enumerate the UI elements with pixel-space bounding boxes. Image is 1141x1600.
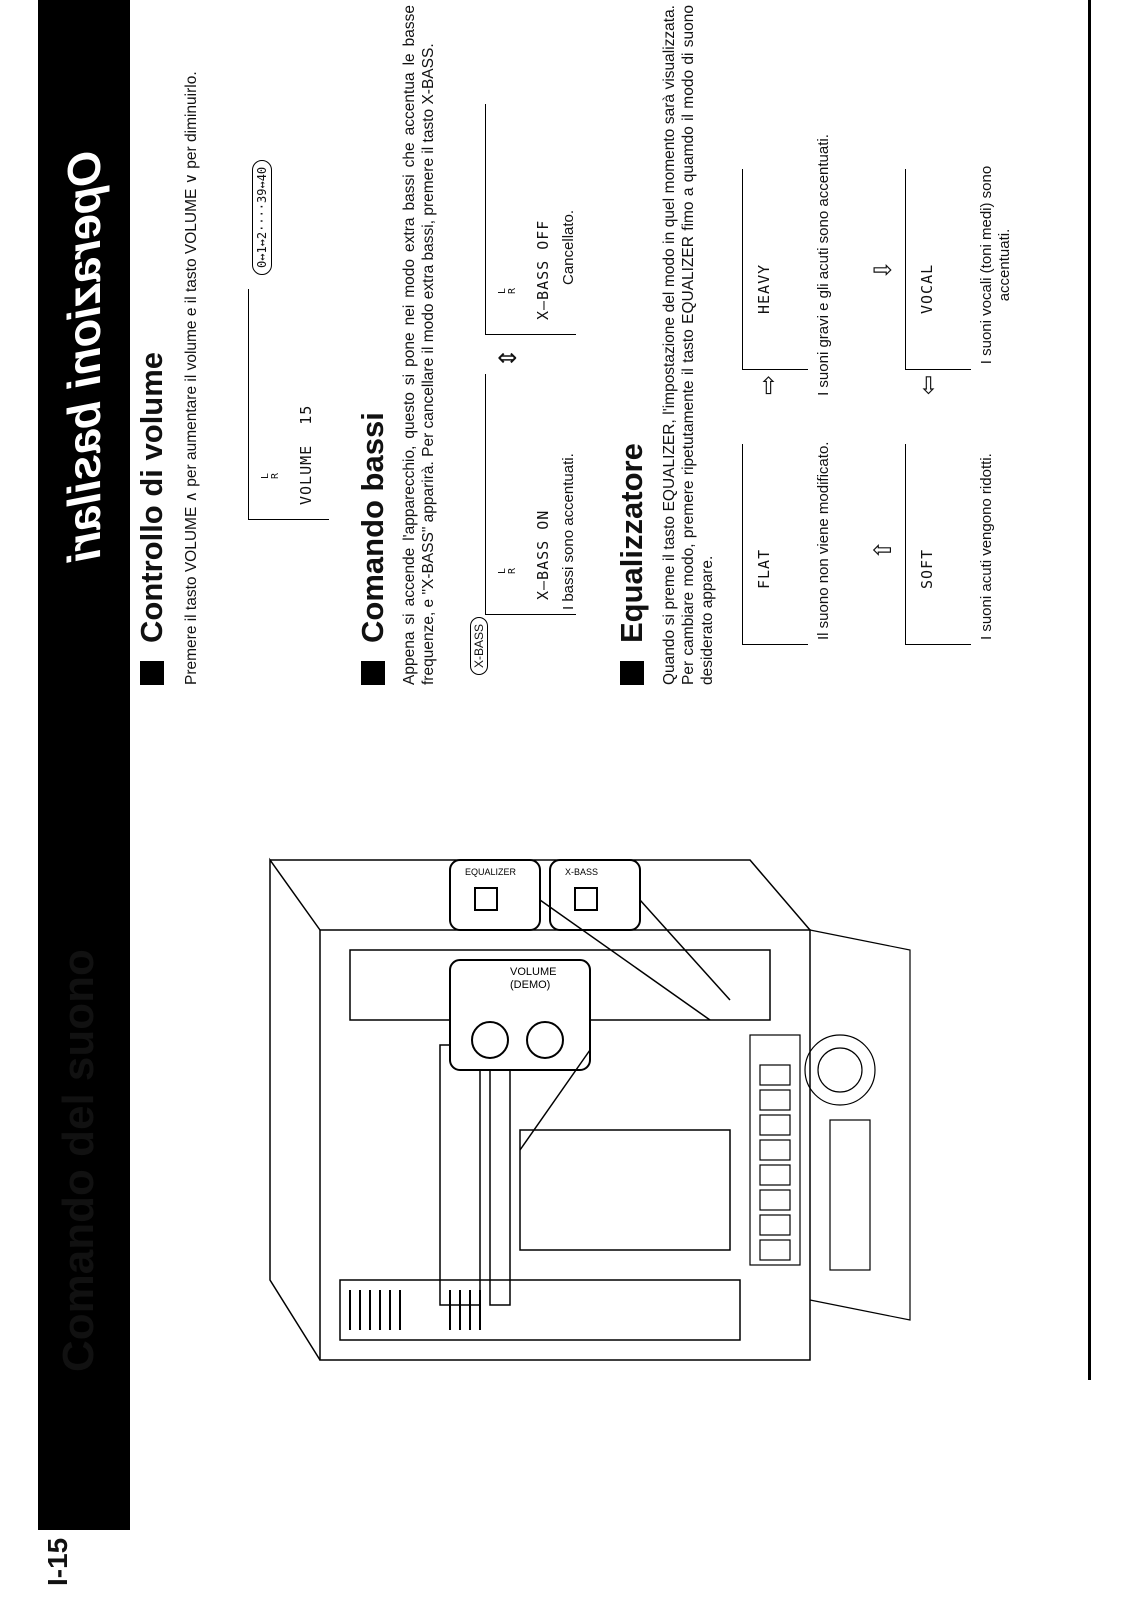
volume-heading: Controllo di volume bbox=[134, 352, 170, 685]
volume-key-label: VOLUME bbox=[510, 966, 556, 978]
eq-flat-caption: Il suono non viene modificato. bbox=[815, 441, 832, 640]
eq-flat-display: FLAT bbox=[742, 444, 808, 645]
eq-soft-label: SOFT bbox=[918, 548, 936, 589]
section-band-title: Operazioni basilari bbox=[58, 150, 110, 562]
bullet-square bbox=[620, 661, 644, 685]
eq-vocal-caption: I suoni vocali (toni medi) sono accentua… bbox=[978, 165, 1013, 365]
bullet-square bbox=[140, 661, 164, 685]
equalizer-heading: Equalizzatore bbox=[614, 443, 650, 685]
eq-vocal-display: VOCAL bbox=[905, 169, 971, 370]
volume-steps: 0↔1↔2····39↔40 bbox=[252, 159, 272, 275]
demo-key-label: (DEMO) bbox=[510, 979, 550, 991]
bottom-rule bbox=[1088, 0, 1091, 1380]
eq-soft-display: SOFT bbox=[905, 444, 971, 645]
xbass-on-display-text: X–BASS ON bbox=[534, 509, 552, 600]
eq-soft-caption: I suoni acuti vengono ridotti. bbox=[978, 453, 995, 640]
bullet-square bbox=[361, 661, 385, 685]
xbass-off-caption: Cancellato. bbox=[560, 209, 577, 285]
eq-prev-arrow-icon: ⇦ bbox=[915, 374, 942, 395]
equalizer-text: Quando si preme il tasto EQUALIZER, l'im… bbox=[661, 5, 716, 685]
volume-display-text: VOLUME 15 bbox=[297, 404, 315, 505]
page-title: Comando del suono bbox=[54, 949, 103, 1372]
eq-vocal-label: VOCAL bbox=[918, 263, 936, 314]
eq-flat-label: FLAT bbox=[755, 548, 773, 589]
eq-up-arrow-icon: ⇧ bbox=[870, 539, 897, 560]
equalizer-key-label: EQUALIZER bbox=[465, 867, 517, 877]
volume-text: Premere il tasto VOLUME ∧ per aumentare … bbox=[183, 71, 200, 685]
eq-next-arrow-icon: ⇨ bbox=[755, 374, 782, 395]
xbass-on-caption: I bassi sono accentuati. bbox=[560, 453, 577, 610]
title-rule bbox=[118, 0, 120, 1370]
eq-heavy-display: HEAVY bbox=[742, 169, 808, 370]
eq-down-arrow-icon: ⇩ bbox=[870, 259, 897, 280]
bass-heading: Comando bassi bbox=[355, 412, 391, 685]
eq-heavy-caption: I suoni gravi e gli acuti sono accentuat… bbox=[815, 134, 832, 396]
eq-heavy-label: HEAVY bbox=[755, 263, 773, 314]
page-number: I-15 bbox=[42, 1537, 73, 1586]
xbass-off-display-text: X–BASS OFF bbox=[534, 219, 552, 320]
bass-text: Appena si accende l'apparecchio, questo … bbox=[401, 5, 437, 685]
volume-heading-text: Controllo di volume bbox=[134, 351, 169, 643]
xbass-button-label: X-BASS bbox=[470, 616, 488, 675]
stereo-illustration: VOLUME (DEMO) EQUALIZER X-BASS bbox=[269, 857, 911, 1361]
xbass-key-label: X-BASS bbox=[565, 867, 598, 877]
equalizer-heading-text: Equalizzatore bbox=[614, 443, 649, 643]
bass-heading-text: Comando bassi bbox=[355, 412, 390, 643]
toggle-arrow-icon: ⇕ bbox=[495, 347, 522, 368]
